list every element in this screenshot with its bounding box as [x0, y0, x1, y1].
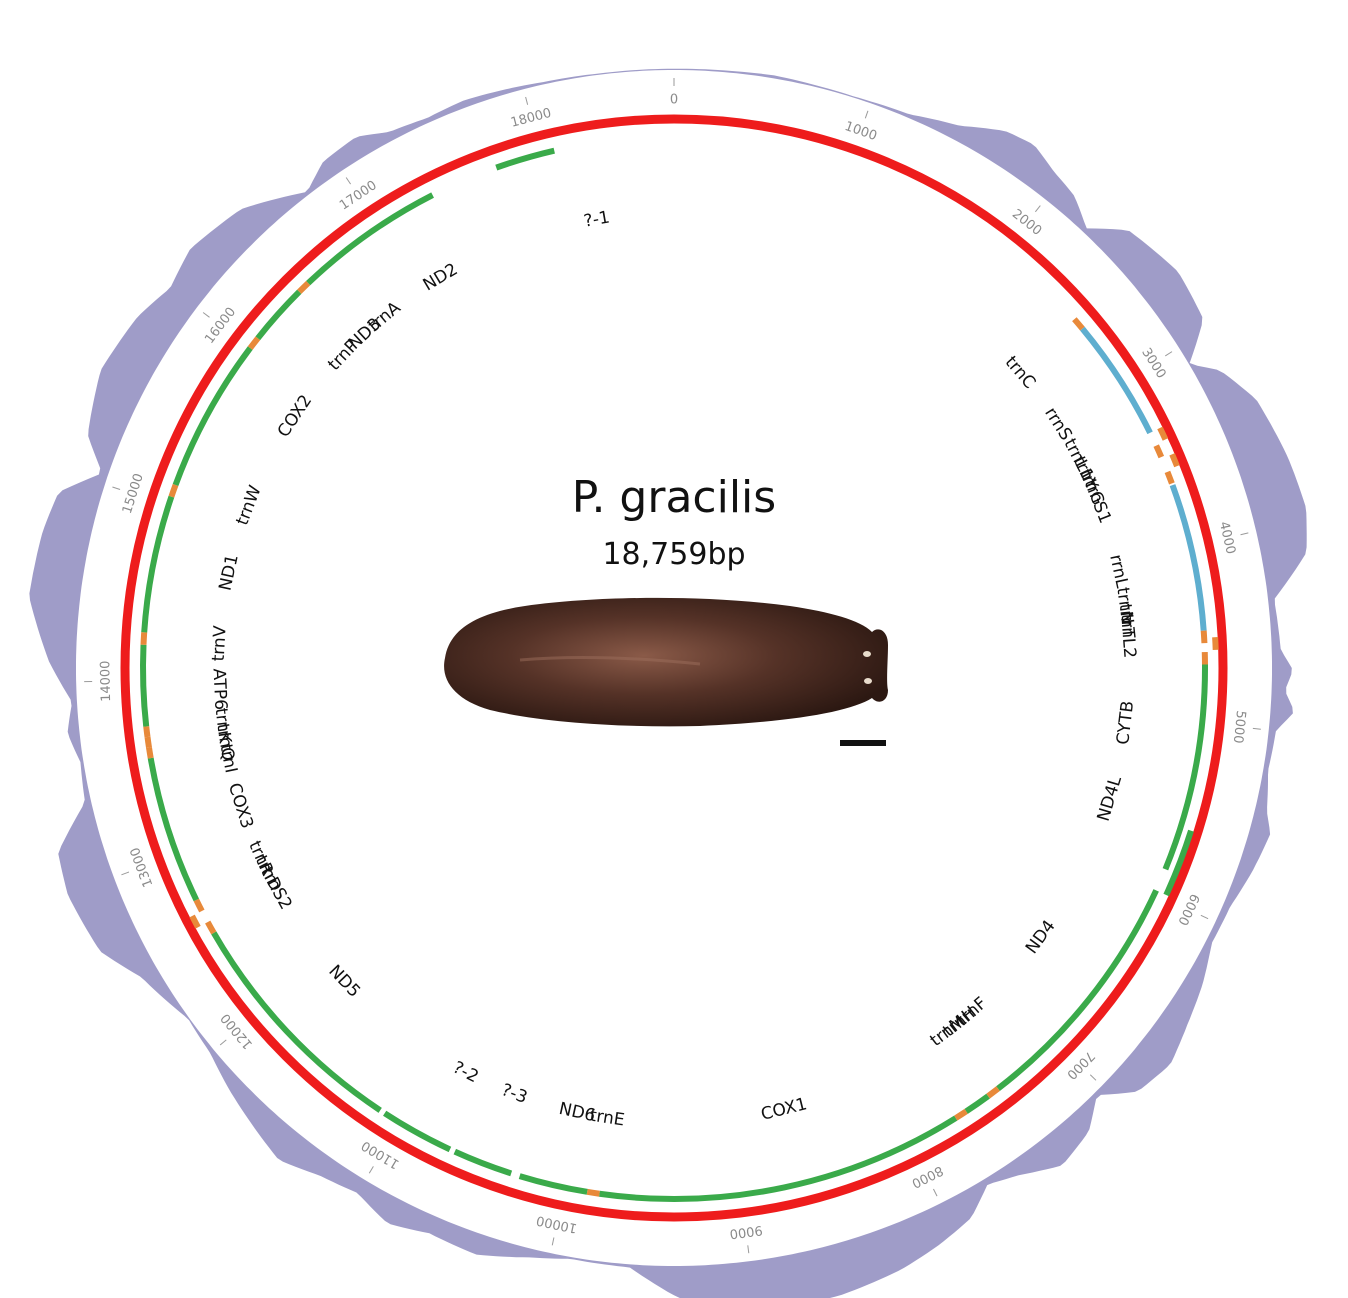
tick-mark: [1035, 206, 1040, 212]
tick-label: 9000: [729, 1222, 764, 1241]
gene-label: ND1: [215, 553, 242, 593]
gene-label: ND2: [420, 260, 462, 296]
gene-label: COX3: [224, 781, 257, 832]
tick-label: 8000: [909, 1162, 945, 1190]
feature-trna: [1074, 319, 1082, 328]
feature-trna: [148, 737, 149, 748]
feature-protein-coding: [143, 645, 146, 727]
feature-trna: [196, 900, 202, 911]
tick-mark: [933, 1189, 937, 1196]
feature-protein-coding: [496, 151, 554, 168]
gene-label: ?-1: [582, 208, 611, 232]
scale-bar: [840, 740, 886, 746]
tick-label: 1000: [843, 119, 879, 144]
tick-mark: [220, 1040, 226, 1045]
feature-trna: [144, 632, 145, 644]
tick-mark: [1090, 1075, 1096, 1081]
gene-label: ?-3: [499, 1080, 530, 1108]
tick-mark: [121, 872, 128, 875]
feature-trna: [587, 1192, 599, 1194]
gene-label: trnV: [209, 625, 231, 662]
feature-trna: [988, 1089, 998, 1096]
gene-label: COX1: [759, 1094, 809, 1125]
feature-trna: [956, 1111, 966, 1118]
gene-label: trnI: [215, 742, 240, 775]
tick-mark: [112, 487, 120, 489]
tick-mark: [1165, 352, 1172, 356]
gene-label: ?-2: [449, 1058, 481, 1088]
feature-trna: [299, 283, 308, 292]
feature-trna: [1215, 637, 1216, 650]
gene-label: ND4: [1022, 917, 1060, 958]
feature-protein-coding: [966, 1096, 988, 1111]
gene-label: trnE: [588, 1106, 625, 1131]
gene-label: trnS2: [256, 863, 296, 913]
tick-label: 18000: [509, 106, 553, 131]
feature-trna: [149, 748, 151, 759]
tick-label: 10000: [535, 1212, 579, 1235]
tick-mark: [748, 1245, 749, 1253]
genome-length-label: 18,759bp: [602, 537, 745, 572]
tick-label: 5000: [1230, 710, 1248, 744]
tick-mark: [526, 97, 528, 105]
gene-label: ND5: [324, 961, 364, 1001]
tick-mark: [1253, 728, 1261, 729]
tick-label: 0: [670, 93, 678, 108]
tick-label: 4000: [1216, 520, 1238, 556]
feature-protein-coding: [520, 1176, 587, 1192]
tick-mark: [1201, 915, 1208, 918]
feature-trna: [208, 922, 214, 933]
tick-mark: [552, 1237, 554, 1245]
feature-trna: [1204, 631, 1205, 643]
gene-label: trnW: [232, 483, 265, 529]
feature-protein-coding: [599, 1118, 955, 1199]
feature-trna: [1156, 446, 1161, 457]
tick-label: 14000: [98, 660, 114, 702]
gene-label: CYTB: [1113, 700, 1138, 746]
tick-mark: [865, 111, 868, 119]
gene-label: trnN: [1112, 586, 1137, 625]
tick-mark: [203, 312, 209, 317]
species-name: P. gracilis: [572, 472, 776, 523]
feature-trna: [171, 485, 175, 497]
feature-protein-coding: [151, 758, 197, 900]
gene-label: trnL1: [1059, 435, 1097, 484]
gene-label: ND4L: [1094, 773, 1127, 823]
gene-label: trnC: [1001, 352, 1040, 392]
tick-mark: [369, 1166, 373, 1173]
gene-label: COX2: [274, 391, 316, 441]
tick-label: 6000: [1174, 891, 1202, 927]
tick-mark: [1241, 533, 1249, 535]
tick-mark: [346, 177, 350, 184]
specimen-photo: [444, 598, 888, 727]
feature-trna: [250, 338, 258, 348]
gene-label: ATP6: [209, 668, 231, 711]
feature-trna: [146, 726, 147, 737]
tick-label: 15000: [120, 472, 147, 516]
gene-label: rrnL: [1105, 553, 1132, 591]
feature-trna: [1167, 472, 1171, 484]
